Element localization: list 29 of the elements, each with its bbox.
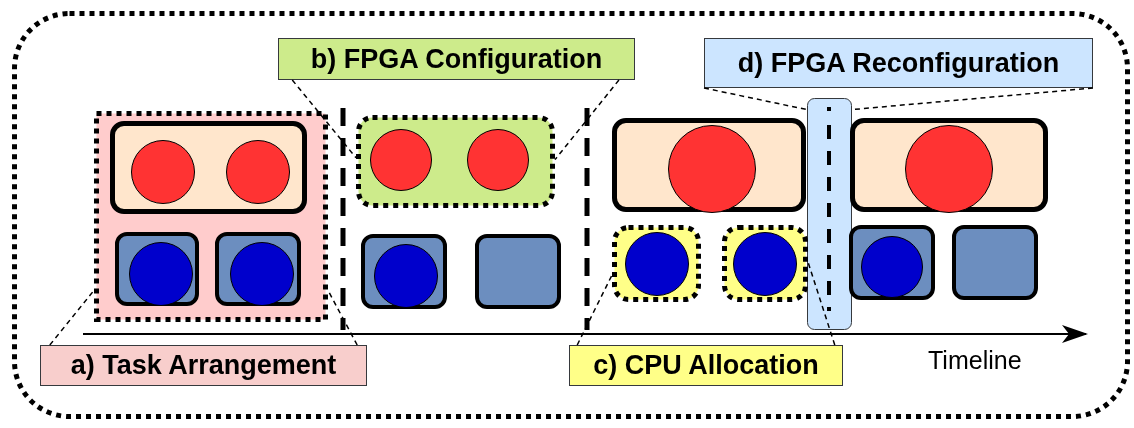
- task-slot: [361, 234, 447, 309]
- leader-line: [554, 79, 620, 161]
- dotted-frame: [12, 11, 1130, 419]
- reconfiguration-bar: [807, 98, 852, 330]
- leader-line: [576, 274, 613, 346]
- highlight-region: [94, 111, 328, 322]
- task-slot: [110, 121, 307, 214]
- task-slot: [952, 225, 1038, 300]
- task-circle: [230, 242, 294, 306]
- leader-line: [807, 261, 836, 346]
- task-slot: [475, 234, 561, 309]
- callout-label: d) FPGA Reconfiguration: [704, 38, 1093, 88]
- task-slot: [115, 232, 199, 306]
- task-slot: [849, 225, 935, 300]
- task-slot: [722, 225, 808, 302]
- leader-line: [291, 79, 357, 159]
- callout-label: a) Task Arrangement: [40, 345, 367, 386]
- task-slot: [356, 115, 555, 208]
- task-slot: [612, 225, 701, 302]
- axis-label: Timeline: [928, 346, 1022, 375]
- task-slot: [215, 232, 301, 306]
- task-circle: [861, 236, 923, 298]
- callout-label: b) FPGA Configuration: [278, 38, 635, 80]
- task-circle: [129, 242, 193, 306]
- leader-line: [49, 289, 95, 346]
- task-slot: [850, 118, 1048, 212]
- leader-line: [703, 87, 808, 111]
- callout-label: c) CPU Allocation: [569, 345, 843, 386]
- task-slot: [612, 118, 806, 212]
